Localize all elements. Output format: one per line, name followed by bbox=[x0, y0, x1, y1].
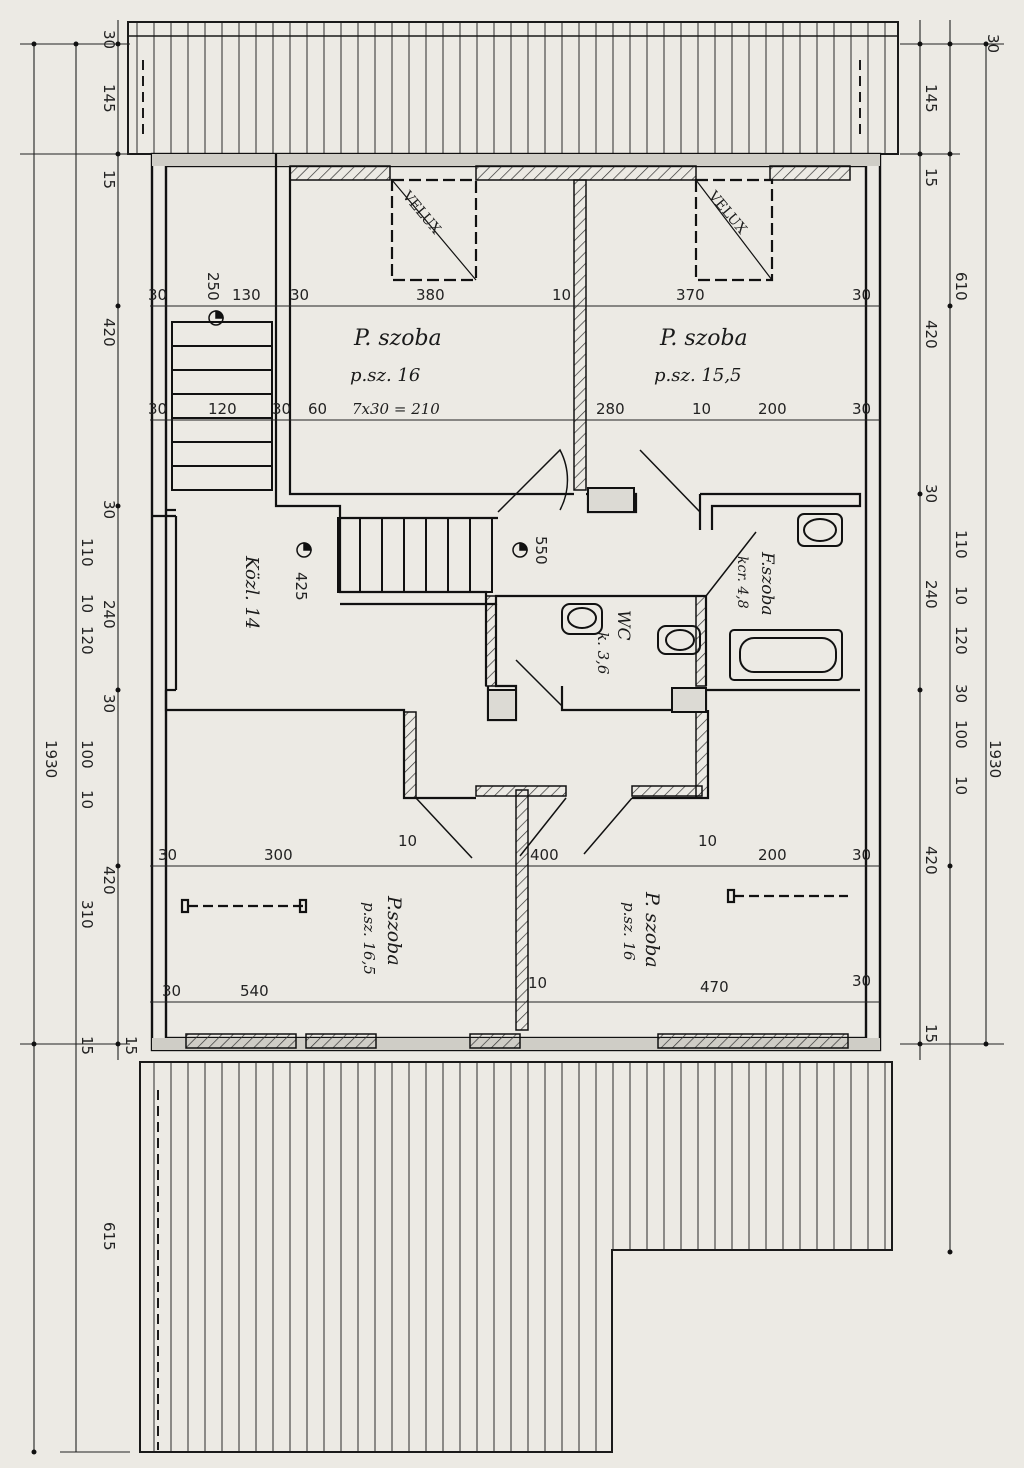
roof-bottom bbox=[139, 1061, 893, 1453]
dim-right-145: 145 bbox=[922, 84, 940, 113]
dim-m30b: 30 bbox=[272, 400, 291, 418]
dim-m280: 280 bbox=[596, 400, 625, 418]
dim-left-615: 615 bbox=[100, 1222, 118, 1251]
dim-right-110: 110 bbox=[952, 530, 970, 559]
dim-right-610: 610 bbox=[952, 272, 970, 301]
velux-window-left bbox=[390, 178, 478, 282]
level-hall: 425 bbox=[292, 572, 310, 601]
dim-left-15b: 15 bbox=[78, 1036, 96, 1055]
staircase-upper bbox=[171, 321, 273, 491]
dim-right-30a: 30 bbox=[984, 34, 1002, 53]
dim-b10: 10 bbox=[528, 974, 547, 992]
dim-left-30b: 30 bbox=[100, 500, 118, 519]
chimney-blocks bbox=[487, 487, 707, 721]
dim-right-10a: 10 bbox=[952, 586, 970, 605]
dim-m120: 120 bbox=[208, 400, 237, 418]
bathtub bbox=[729, 629, 843, 681]
room-ne-name: P. szoba bbox=[659, 326, 748, 351]
dim-t380: 380 bbox=[416, 286, 445, 304]
dim-left-100: 100 bbox=[78, 740, 96, 769]
dim-left-10b: 10 bbox=[78, 790, 96, 809]
dim-right-100: 100 bbox=[952, 720, 970, 749]
room-bath-area: kcr. 4,8 bbox=[734, 556, 750, 609]
dim-s30a: 30 bbox=[158, 846, 177, 864]
room-sw-name: P.szoba bbox=[383, 895, 405, 966]
outer-dimension-lines bbox=[20, 20, 1004, 1453]
dim-left-1930: 1930 bbox=[42, 740, 60, 778]
velux-window-right bbox=[694, 178, 774, 282]
dim-m30a: 30 bbox=[148, 400, 167, 418]
dim-left-15c: 15 bbox=[122, 1036, 140, 1055]
dim-t130: 130 bbox=[232, 286, 261, 304]
dim-b470: 470 bbox=[700, 978, 729, 996]
roof-top bbox=[127, 21, 899, 155]
dim-left-240: 240 bbox=[100, 600, 118, 629]
dim-right-15b: 15 bbox=[922, 1024, 940, 1043]
dim-right-120: 120 bbox=[952, 626, 970, 655]
bath-sink bbox=[797, 513, 843, 547]
dim-right-30b: 30 bbox=[922, 484, 940, 503]
level-upper-hall: 550 bbox=[532, 536, 550, 565]
dim-left-420b: 420 bbox=[100, 866, 118, 895]
room-bath-name: F.szoba bbox=[757, 551, 777, 615]
dim-t30b: 30 bbox=[290, 286, 309, 304]
stairs-note: 7x30 = 210 bbox=[352, 400, 440, 418]
door-swings bbox=[415, 448, 757, 859]
dim-m10: 10 bbox=[692, 400, 711, 418]
dim-m200: 200 bbox=[758, 400, 787, 418]
room-nw-name: P. szoba bbox=[353, 326, 442, 351]
dim-s10b: 10 bbox=[698, 832, 717, 850]
dim-right-420b: 420 bbox=[922, 846, 940, 875]
level-markers bbox=[208, 310, 528, 558]
room-wc-name: WC bbox=[613, 610, 633, 640]
room-sw-area: p.sz. 16,5 bbox=[360, 902, 378, 975]
room-nw-area: p.sz. 16 bbox=[350, 365, 420, 386]
dim-t30a: 30 bbox=[148, 286, 167, 304]
dim-right-420a: 420 bbox=[922, 320, 940, 349]
dim-t10: 10 bbox=[552, 286, 571, 304]
dim-t30c: 30 bbox=[852, 286, 871, 304]
dim-right-1930: 1930 bbox=[986, 740, 1004, 778]
dim-b30b: 30 bbox=[852, 972, 871, 990]
dim-left-310: 310 bbox=[78, 900, 96, 929]
dim-right-15a: 15 bbox=[922, 168, 940, 187]
room-wc-area: k. 3,6 bbox=[594, 632, 612, 675]
dim-left-10a: 10 bbox=[78, 594, 96, 613]
staircase-lower bbox=[337, 517, 493, 593]
dim-left-30a: 30 bbox=[100, 30, 118, 49]
dim-m60: 60 bbox=[308, 400, 327, 418]
dim-right-30c: 30 bbox=[952, 684, 970, 703]
level-top-stair: 250 bbox=[204, 272, 222, 301]
dim-left-110: 110 bbox=[78, 538, 96, 567]
dim-m30c: 30 bbox=[852, 400, 871, 418]
dim-left-15a: 15 bbox=[100, 170, 118, 189]
dim-s200: 200 bbox=[758, 846, 787, 864]
bottom-windows bbox=[180, 888, 848, 914]
dim-left-420a: 420 bbox=[100, 318, 118, 347]
inner-dimension-lines bbox=[150, 305, 880, 1003]
dim-s300: 300 bbox=[264, 846, 293, 864]
dim-b30a: 30 bbox=[162, 982, 181, 1000]
room-se-area: p.sz. 16 bbox=[620, 902, 638, 961]
dim-left-30c: 30 bbox=[100, 694, 118, 713]
dim-b540: 540 bbox=[240, 982, 269, 1000]
dimension-ticks bbox=[31, 41, 989, 1455]
dim-left-145: 145 bbox=[100, 84, 118, 113]
room-ne-area: p.sz. 15,5 bbox=[654, 365, 742, 386]
dim-left-120: 120 bbox=[78, 626, 96, 655]
room-hall: Közl. 14 bbox=[241, 555, 262, 629]
dim-s400: 400 bbox=[530, 846, 559, 864]
dim-s30b: 30 bbox=[852, 846, 871, 864]
dim-s10a: 10 bbox=[398, 832, 417, 850]
wc-toilet bbox=[561, 603, 701, 655]
dim-right-10b: 10 bbox=[952, 776, 970, 795]
dim-t370: 370 bbox=[676, 286, 705, 304]
dim-right-240: 240 bbox=[922, 580, 940, 609]
room-se-name: P. szoba bbox=[641, 891, 663, 968]
